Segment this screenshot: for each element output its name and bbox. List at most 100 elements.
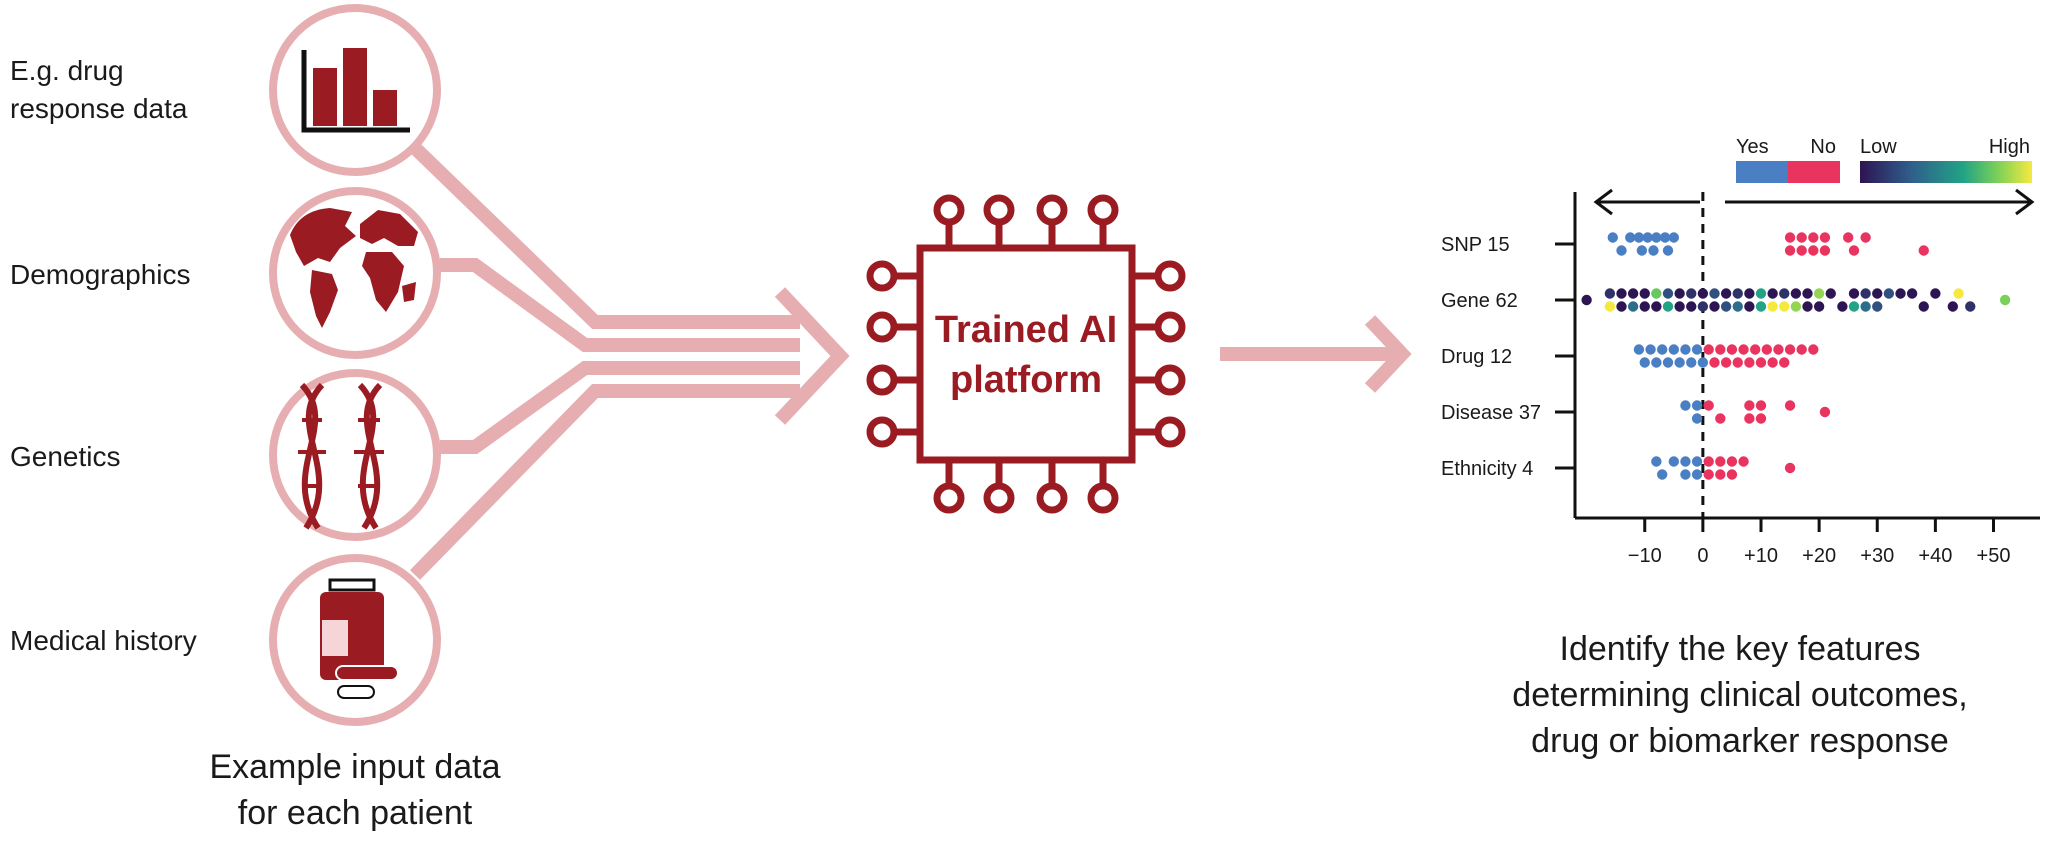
input-caption-line-1: Example input data (209, 748, 501, 786)
data-point (1662, 245, 1674, 256)
data-point (1965, 301, 1976, 312)
data-point (1773, 344, 1784, 355)
output-caption-line-2: determining clinical outcomes, (1512, 676, 1968, 714)
data-point (1779, 357, 1790, 368)
data-point (1633, 344, 1645, 355)
data-point (1825, 288, 1836, 299)
data-point (1819, 406, 1831, 418)
dna-icon (298, 382, 384, 530)
data-point (1709, 357, 1720, 368)
data-point (1662, 301, 1674, 312)
data-point (1726, 456, 1738, 467)
x-tick-label: +10 (1744, 545, 1778, 567)
data-point (1953, 288, 1964, 299)
data-point (1819, 245, 1831, 256)
data-point (1744, 400, 1755, 411)
data-point (1813, 301, 1825, 312)
data-point (1860, 232, 1871, 243)
data-point (1668, 344, 1680, 355)
x-tick-label: +30 (1860, 545, 1894, 567)
x-tick-label: +20 (1802, 545, 1836, 567)
data-point (1709, 288, 1720, 299)
data-point (1796, 245, 1807, 256)
data-point (1645, 344, 1656, 355)
data-point (1837, 301, 1848, 312)
data-point (1744, 357, 1755, 368)
data-point (1709, 301, 1720, 312)
data-point (1895, 288, 1906, 299)
data-point (1674, 357, 1685, 368)
data-point (1604, 301, 1616, 312)
data-point (1697, 357, 1709, 368)
data-point (1648, 245, 1659, 256)
chip-pin-left (866, 416, 898, 448)
data-point (1639, 357, 1650, 368)
y-tick-label: Drug 12 (1441, 346, 1512, 368)
output-caption-line-3: drug or biomarker response (1531, 722, 1949, 760)
data-point (1668, 456, 1680, 467)
data-point (1604, 288, 1616, 299)
data-point (1726, 469, 1738, 480)
data-point (1720, 288, 1732, 299)
chip-pin-right (1154, 260, 1186, 292)
input-label-drug-response: E.g. drug response data (10, 52, 187, 128)
chip-icon: Trained AI platform (866, 194, 1186, 514)
x-tick-label: +50 (1977, 545, 2011, 567)
data-point (1784, 400, 1796, 411)
data-point (1999, 294, 2011, 306)
data-point (1703, 456, 1714, 467)
data-point (1726, 344, 1738, 355)
data-point (1918, 245, 1929, 256)
data-point (1680, 400, 1691, 411)
chip-pin-right (1154, 311, 1186, 343)
data-point (1802, 288, 1813, 299)
data-point (1796, 344, 1807, 355)
direction-arrow-right (1725, 188, 2035, 216)
data-point (1848, 288, 1860, 299)
chart-points (1581, 232, 2011, 480)
data-point (1784, 245, 1796, 256)
chip-pin-bottom (983, 482, 1015, 514)
data-point (1691, 400, 1703, 411)
data-point (1691, 413, 1703, 424)
data-point (1784, 462, 1796, 474)
data-point (1697, 301, 1709, 312)
data-point (1738, 344, 1749, 355)
direction-arrow-left (1593, 188, 1700, 216)
x-tick-label: −10 (1628, 545, 1662, 567)
data-point (1627, 301, 1639, 312)
connector-drug-response (410, 142, 800, 329)
y-tick-label: Ethnicity 4 (1441, 458, 1533, 480)
data-point (1680, 344, 1691, 355)
data-point (1784, 344, 1796, 355)
data-point (1642, 232, 1653, 243)
data-point (1616, 288, 1627, 299)
data-point (1659, 232, 1671, 243)
chip-pin-left (866, 260, 898, 292)
data-point (1662, 288, 1674, 299)
data-point (1656, 469, 1668, 480)
data-point (1744, 301, 1755, 312)
input-label-drug-response-line-1: E.g. drug (10, 55, 124, 86)
chip-pin-left (866, 311, 898, 343)
data-point (1691, 456, 1703, 467)
data-point (1639, 301, 1650, 312)
data-point (1930, 288, 1941, 299)
legend-yes-label: Yes (1736, 136, 1769, 158)
input-arrowhead (774, 287, 850, 425)
data-point (1715, 344, 1726, 355)
data-point (1720, 301, 1732, 312)
data-point (1749, 344, 1761, 355)
pill-bottle-icon (320, 578, 399, 699)
input-icon-genetics (269, 369, 441, 541)
chip-label-line-2: platform (950, 359, 1102, 401)
data-point (1668, 232, 1680, 243)
data-point (1755, 400, 1767, 411)
data-point (1651, 456, 1662, 467)
chip-pin-bottom (1036, 482, 1068, 514)
data-point (1651, 232, 1662, 243)
data-point (1808, 344, 1819, 355)
data-point (1744, 288, 1755, 299)
data-point (1703, 344, 1714, 355)
data-point (1616, 301, 1627, 312)
